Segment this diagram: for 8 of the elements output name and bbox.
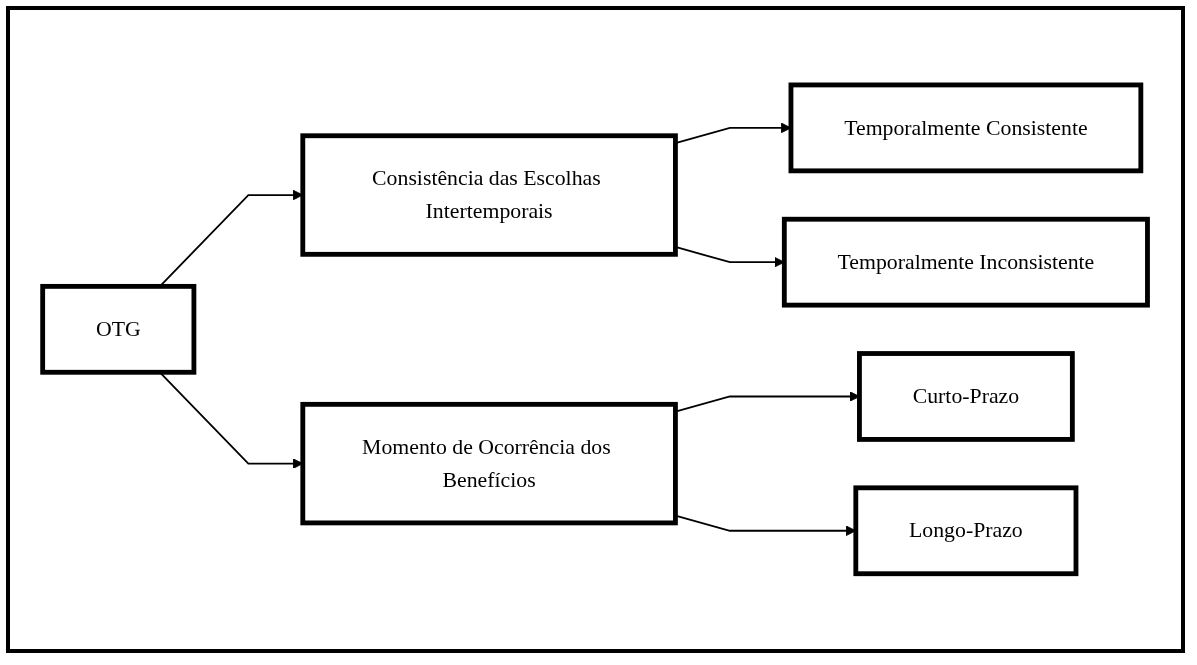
node-box	[782, 217, 1151, 308]
node-box	[788, 82, 1144, 174]
node-box	[40, 284, 197, 375]
page-border: OTG Consistência das Escolhas Intertemporais Temporalmente Consistente Temporalmente Inconsistente Momento de Ocorrência dos Benefícios Curto-Prazo Longo-Prazo	[6, 6, 1185, 653]
node-box	[857, 351, 1076, 443]
node-box	[300, 133, 679, 257]
node-box	[853, 485, 1079, 577]
node-box	[300, 402, 679, 526]
